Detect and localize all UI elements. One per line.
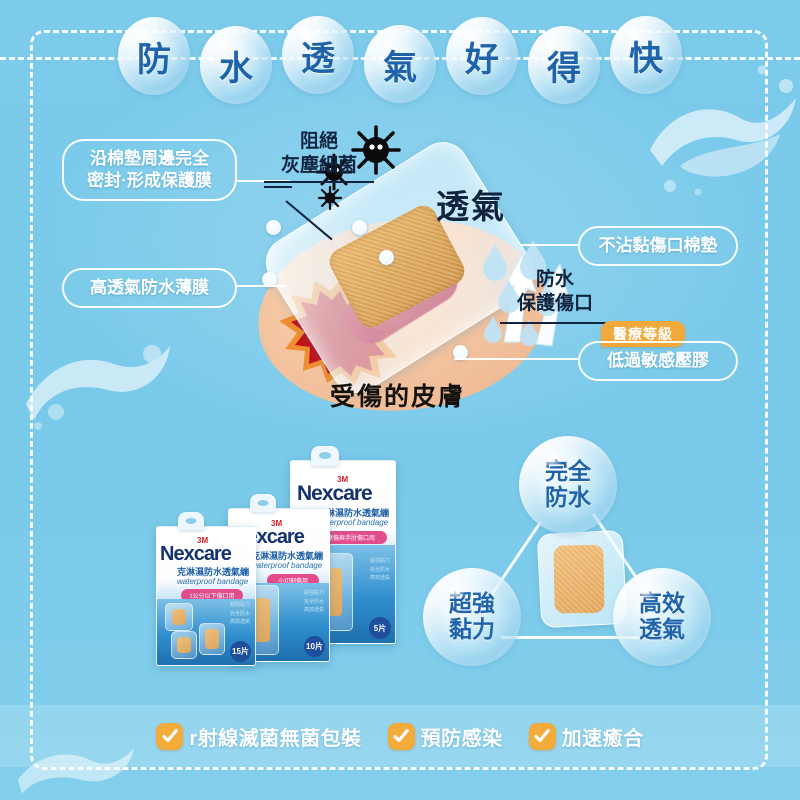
feature-bubble-breathable-text: 高效 透氣 [639, 590, 685, 642]
product-1-feature-1: 超強黏力 [229, 602, 250, 608]
product-1-feature-3: 高效透氣 [229, 619, 250, 625]
product-2-feature-1: 超強黏力 [303, 590, 324, 596]
callout-seal-film: 沿棉墊周邊完全 密封·形成保護膜 [62, 139, 237, 201]
injured-skin-label-text: 受傷的皮膚 [330, 383, 466, 411]
benefit-item-2-text: 預防感染 [420, 727, 503, 750]
product-3-features: 超強黏力 完全防水 高效透氣 [370, 557, 390, 583]
product-2-feature-2: 完全防水 [303, 598, 324, 605]
product-1-feature-2: 完全防水 [229, 610, 250, 617]
leader-line-pad [520, 244, 578, 246]
leader-line-film [236, 285, 286, 287]
product-1-count: 15片 [230, 641, 251, 662]
benefit-item-3-text: 加速癒合 [561, 727, 644, 750]
feature-triangle: 完全 防水 超強 黏力 高效 透氣 [415, 436, 715, 670]
leader-line-seal [236, 180, 290, 182]
header-bubble-text-3: 透 [301, 39, 335, 78]
header-bubble-text-1: 防 [137, 40, 171, 79]
benefit-item-2: 預防感染 [387, 722, 503, 751]
check-icon-1 [156, 722, 184, 750]
callout-waterproof-protect-text: 防水 保護傷口 [516, 269, 593, 314]
callout-nonstick-pad: 不沾黏傷口棉墊 [578, 226, 738, 266]
callout-seal-film-text: 沿棉墊周邊完全 密封·形成保護膜 [87, 149, 212, 190]
product-3-brand-3m: 3M [337, 475, 349, 484]
header-bubble-row: 防 水 透 氣 好 得 快 [0, 14, 800, 104]
header-bubble-text-6: 得 [547, 49, 581, 88]
product-2-name-en: waterproof bandage [251, 561, 323, 570]
connector-dot-adhesive [453, 345, 468, 360]
leader-line-adhesive [454, 358, 578, 360]
callout-block-dust-germs: 阻絕 灰塵細菌 [264, 130, 374, 183]
product-2-features: 超強黏力 完全防水 高效透氣 [304, 589, 324, 615]
header-bubble-2: 水 [200, 26, 272, 104]
connector-dot-film [262, 272, 277, 287]
water-droplets-icon [475, 238, 575, 353]
header-bubble-text-5: 好 [465, 40, 499, 79]
product-1-features: 超強黏力 完全防水 高效透氣 [230, 601, 250, 627]
product-1-brand-3m: 3M [197, 536, 209, 545]
header-bubble-5: 好 [446, 17, 518, 95]
product-1-tag: 1公分以下傷口用 [181, 589, 243, 602]
breathable-label-text: 透氣 [436, 188, 506, 225]
feature-bubble-breathable: 高效 透氣 [613, 568, 711, 666]
product-3-feature-2: 完全防水 [369, 566, 390, 573]
feature-bubble-adhesion-text: 超強 黏力 [449, 590, 495, 642]
connector-dot-waterproof [379, 250, 394, 265]
product-3-brand: Nexcare [297, 482, 373, 505]
header-bubble-text-4: 氣 [383, 48, 417, 87]
check-icon-2 [387, 722, 415, 750]
header-bubble-3: 透 [282, 16, 354, 94]
feature-bubble-waterproof: 完全 防水 [519, 436, 617, 534]
product-2-name-cn: 克淋濕防水透氣繃 [251, 551, 324, 561]
benefit-item-3: 加速癒合 [528, 722, 644, 751]
product-2-feature-3: 高效透氣 [303, 607, 324, 613]
callout-block-dust-germs-text: 阻絕 灰塵細菌 [280, 131, 357, 176]
product-3-hang-tab [311, 446, 339, 466]
callout-breathable-film: 高透氣防水薄膜 [62, 268, 237, 308]
product-3-feature-1: 超強黏力 [369, 558, 390, 564]
callout-hypoallergenic-adhesive: 低過敏感壓膠 [578, 341, 738, 381]
bandage-illustration [180, 120, 650, 425]
product-2-count: 10片 [304, 636, 325, 657]
product-2-hang-tab [250, 494, 276, 512]
product-3-count: 5片 [369, 617, 391, 639]
product-3-name-en: waterproof bandage [317, 518, 389, 527]
header-bubble-text-7: 快 [629, 39, 663, 78]
callout-nonstick-pad-text: 不沾黏傷口棉墊 [598, 236, 718, 255]
header-bubble-text-2: 水 [219, 49, 253, 88]
product-box-group: 3M Nexcare 克淋濕防水透氣繃 waterproof bandage 擦… [150, 446, 410, 666]
leader-line-germs-h [264, 186, 292, 188]
check-icon-3 [528, 722, 556, 750]
header-bubble-7: 快 [610, 16, 682, 94]
breathable-label: 透氣 [436, 180, 506, 228]
triangle-line-bottom [501, 636, 659, 639]
callout-waterproof-protect: 防水 保護傷口 [500, 268, 610, 316]
header-bubble-6: 得 [528, 26, 600, 104]
connector-dot-pad [352, 220, 367, 235]
product-3-name-cn: 克淋濕防水透氣繃 [317, 508, 390, 518]
product-1-hang-tab [178, 512, 204, 530]
injured-skin-label: 受傷的皮膚 [330, 377, 465, 413]
bottom-benefit-bar: r射線滅菌無菌包裝 預防感染 加速癒合 [0, 705, 800, 767]
header-bubble-4: 氣 [364, 25, 436, 103]
product-1-name-en: waterproof bandage [177, 577, 249, 586]
callout-breathable-film-text: 高透氣防水薄膜 [90, 278, 209, 297]
feature-bubble-waterproof-text: 完全 防水 [545, 458, 591, 510]
callout-hypoallergenic-adhesive-text: 低過敏感壓膠 [607, 351, 709, 370]
benefit-item-1-text: r射線滅菌無菌包裝 [189, 727, 362, 750]
leader-line-waterproof [500, 322, 606, 324]
header-bubble-1: 防 [118, 17, 190, 95]
medical-grade-badge-text: 醫療等級 [613, 326, 673, 342]
product-2-brand-3m: 3M [271, 519, 283, 528]
feature-bubble-adhesion: 超強 黏力 [423, 568, 521, 666]
product-1-brand: Nexcare [160, 543, 232, 565]
product-1-name-cn: 克淋濕防水透氣繃 [177, 567, 250, 577]
connector-dot-seal [266, 220, 281, 235]
product-3-tag: 擦傷與手肘傷口用 [315, 531, 387, 544]
product-3-feature-3: 高效透氣 [369, 575, 390, 581]
product-box-1: 3M Nexcare 克淋濕防水透氣繃 waterproof bandage 1… [156, 526, 256, 666]
benefit-item-1: r射線滅菌無菌包裝 [156, 722, 361, 751]
